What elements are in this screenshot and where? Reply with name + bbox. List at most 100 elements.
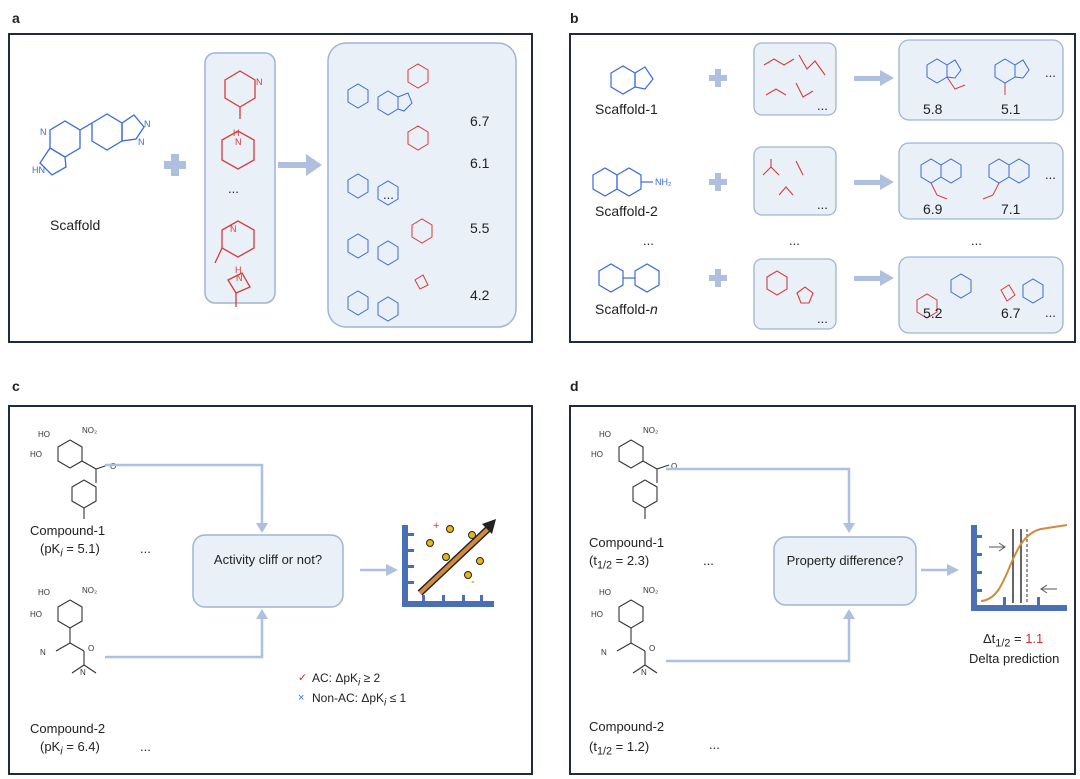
d-compound-2-t12: (t1/2 = 1.2) — [589, 739, 650, 758]
panel-c-letter: c — [12, 378, 20, 394]
property-difference-box — [773, 536, 917, 606]
plus-sign: + — [433, 520, 439, 532]
product-molecules — [347, 83, 413, 322]
d-c1-no2: NO₂ — [643, 426, 658, 435]
compound-1-ellipsis: ... — [140, 541, 151, 556]
compound-1-structure — [57, 439, 109, 519]
legend-ac: AC: ΔpKi ≥ 2 — [312, 671, 381, 689]
frag-n-ellipsis: ... — [817, 311, 828, 326]
d-c2-ho2: HO — [591, 610, 603, 619]
fragment-molecules — [214, 70, 256, 307]
delta-plot — [971, 524, 1068, 611]
c-arrowheads — [256, 523, 398, 619]
d-c1-ho2: HO — [591, 450, 603, 459]
property-difference-question: Property difference? — [786, 553, 904, 568]
delta-prediction-caption: Delta prediction — [969, 651, 1060, 666]
panel-d-drawing: HO HO NO₂ O HO HO NO₂ N O N — [591, 426, 1068, 677]
frag-h2: H — [235, 265, 242, 275]
b-value-na: 5.2 — [923, 305, 943, 321]
b-products-red — [916, 76, 1016, 319]
b-col3-ellipsis: ... — [971, 233, 982, 248]
compound-1-label: Compound-1 — [30, 523, 106, 538]
activity-cliff-question: Activity cliff or not? — [213, 552, 323, 567]
c2-no2: NO₂ — [82, 586, 97, 595]
scaffold-2-label: Scaffold-2 — [595, 203, 658, 219]
product-ellipsis: ... — [383, 187, 394, 202]
d-c2-n: N — [601, 648, 607, 657]
scaffold-n3: N — [138, 137, 145, 147]
frag-n1: N — [256, 77, 263, 87]
b-value-nb: 6.7 — [1001, 305, 1021, 321]
d-compound-1-ellipsis: ... — [703, 553, 714, 568]
d-c2-o: O — [649, 644, 655, 653]
frag-1-ellipsis: ... — [817, 98, 828, 113]
c1-ho2: HO — [30, 450, 42, 459]
scaffold-2-molecule — [592, 167, 653, 197]
b-col2-ellipsis: ... — [789, 233, 800, 248]
frag-n2: N — [235, 137, 242, 147]
b-value-1a: 5.8 — [923, 101, 943, 117]
fragment-box-2 — [753, 146, 837, 216]
d-c2-no2: NO₂ — [643, 586, 658, 595]
c1-no2: NO₂ — [82, 426, 97, 435]
product-box-n — [898, 256, 1064, 334]
b-arrows — [854, 70, 894, 286]
value-1: 6.7 — [470, 113, 490, 129]
fragment-ellipsis: ... — [228, 181, 239, 196]
scaffold-1-molecule — [610, 65, 654, 95]
cross-icon: × — [298, 692, 304, 704]
c1-ho1: HO — [38, 430, 50, 439]
prod-2-ellipsis: ... — [1045, 167, 1056, 182]
value-3: 5.5 — [470, 220, 490, 236]
delta-value-label: Δt1/2 = 1.1 — [983, 631, 1044, 650]
product-box-2 — [898, 142, 1064, 220]
panel-a-drawing: HN N N N N H N N H N — [32, 42, 517, 328]
d-compound-2-structure — [616, 599, 658, 674]
scaffold-1-label: Scaffold-1 — [595, 101, 658, 117]
panel-d: HO HO NO₂ O HO HO NO₂ N O N — [569, 405, 1076, 775]
scaffold-label: Scaffold — [50, 217, 101, 233]
c2-amide-n: N — [80, 668, 86, 677]
panel-b-letter: b — [570, 10, 579, 26]
frag-h: H — [233, 128, 240, 138]
d-arrows — [666, 467, 949, 663]
panel-c: HO HO NO₂ O HO HO NO₂ N O N — [8, 405, 533, 775]
frag-n4: N — [236, 273, 243, 283]
arrow-a — [278, 154, 322, 176]
product-fragments — [407, 63, 433, 290]
c1-o: O — [110, 462, 116, 471]
compound-1-pk: (pKi = 5.1) — [40, 541, 100, 560]
value-4: 4.2 — [470, 287, 490, 303]
prod-1-ellipsis: ... — [1045, 65, 1056, 80]
d-compound-2-ellipsis: ... — [709, 737, 720, 752]
product-box — [327, 42, 517, 328]
c2-ho2: HO — [30, 610, 42, 619]
b-fragments — [762, 54, 826, 304]
c2-ho1: HO — [38, 588, 50, 597]
scaffold-hn: HN — [32, 165, 45, 175]
d-arrowheads — [843, 523, 959, 619]
plus-icons — [709, 69, 727, 287]
compound-2-structure — [55, 599, 97, 674]
legend-non-ac: Non-AC: ΔpKi ≤ 1 — [312, 691, 407, 709]
activity-plot: + - — [402, 519, 496, 607]
panel-a-letter: a — [12, 10, 20, 26]
b-value-2a: 6.9 — [923, 201, 943, 217]
product-box-1 — [898, 39, 1064, 121]
minus-sign: - — [471, 576, 475, 588]
frag-n3: N — [230, 224, 237, 234]
compound-2-pk: (pKi = 6.4) — [40, 739, 100, 758]
scaffold-n-label: Scaffold-n — [595, 301, 658, 317]
scaffold-n2: N — [144, 119, 151, 129]
b-col1-ellipsis: ... — [643, 233, 654, 248]
d-c2-amide-n: N — [641, 668, 647, 677]
b-value-1b: 5.1 — [1001, 101, 1021, 117]
value-2: 6.1 — [470, 155, 490, 171]
frag-2-ellipsis: ... — [817, 197, 828, 212]
d-compound-1-t12: (t1/2 = 2.3) — [589, 553, 650, 572]
d-compound-1-label: Compound-1 — [589, 535, 665, 550]
d-c2-ho1: HO — [599, 588, 611, 597]
d-c1-o: O — [671, 462, 677, 471]
nh2-label: NH₂ — [655, 177, 672, 187]
prod-n-ellipsis: ... — [1045, 305, 1056, 320]
